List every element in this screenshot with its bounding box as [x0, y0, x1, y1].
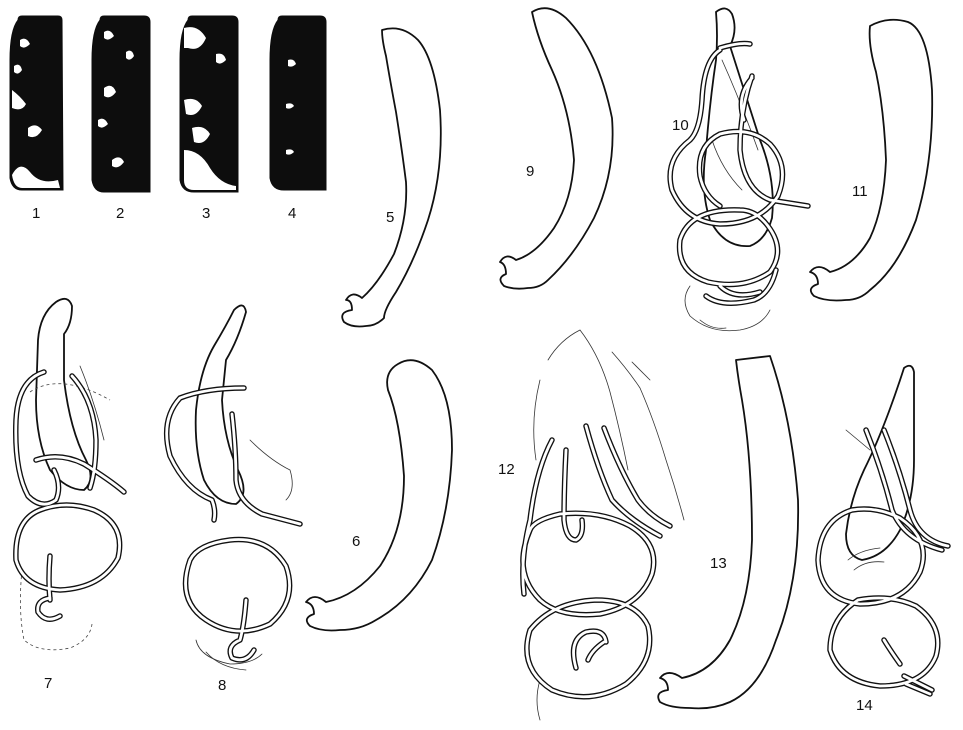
- figure-label-3: 3: [202, 205, 210, 222]
- figure-label-9: 9: [526, 163, 534, 180]
- figure-label-8: 8: [218, 677, 226, 694]
- figure-9-paramere-outline: [500, 8, 613, 289]
- figure-12-aedeagus: [523, 330, 684, 720]
- figure-label-7: 7: [44, 675, 52, 692]
- figure-label-6: 6: [352, 533, 360, 550]
- figure-label-2: 2: [116, 205, 124, 222]
- figure-label-5: 5: [386, 209, 394, 226]
- figure-2-plate: [92, 16, 150, 192]
- figure-label-13: 13: [710, 555, 727, 572]
- figure-8-aedeagus: [167, 305, 300, 670]
- figure-6-paramere-outline: [306, 360, 452, 630]
- figure-14-aedeagus: [818, 366, 948, 694]
- figure-label-1: 1: [32, 205, 40, 222]
- figure-5-paramere-outline: [342, 28, 441, 326]
- figure-label-14: 14: [856, 697, 873, 714]
- figure-10-aedeagus: [670, 8, 808, 330]
- figure-3-plate: [180, 16, 238, 192]
- figure-label-4: 4: [288, 205, 296, 222]
- figure-7-aedeagus: [16, 299, 124, 650]
- figure-label-11: 11: [852, 183, 868, 200]
- figure-label-10: 10: [672, 117, 689, 134]
- figure-13-paramere-outline: [658, 356, 798, 708]
- figure-4-plate: [270, 16, 326, 190]
- figure-1-plate: [10, 16, 63, 190]
- figure-11-paramere-outline: [810, 20, 932, 301]
- figure-label-12: 12: [498, 461, 515, 478]
